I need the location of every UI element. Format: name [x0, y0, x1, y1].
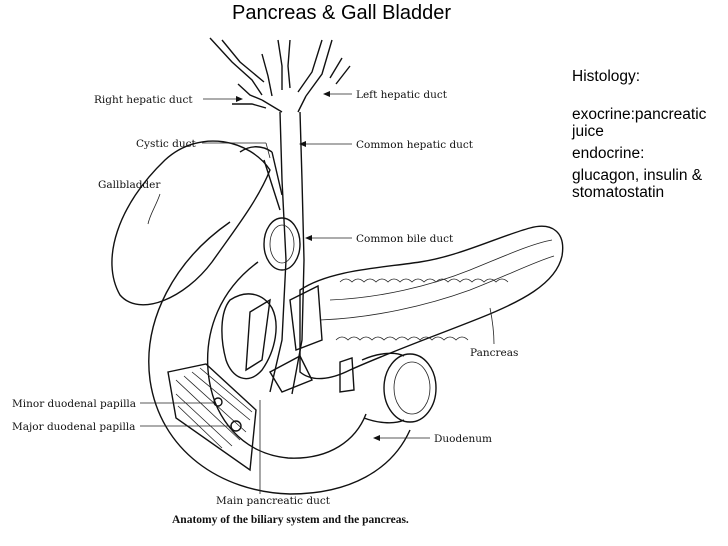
notes-hormones: glucagon, insulin & stomatostatin: [572, 167, 703, 201]
label-duodenum: Duodenum: [434, 433, 492, 445]
notes-endocrine: endocrine:: [572, 145, 645, 162]
label-minor-duodenal-papilla: Minor duodenal papilla: [12, 398, 136, 410]
label-cystic-duct: Cystic duct: [136, 138, 197, 150]
label-common-bile-duct: Common bile duct: [356, 233, 454, 245]
hepatic-duct-tree: [209, 37, 351, 395]
label-right-hepatic-duct: Right hepatic duct: [94, 94, 193, 106]
label-major-duodenal-papilla: Major duodenal papilla: [12, 421, 135, 433]
notes-exocrine: exocrine:pancreatic juice: [572, 106, 707, 140]
label-gallbladder: Gallbladder: [98, 179, 161, 191]
label-left-hepatic-duct: Left hepatic duct: [356, 89, 448, 101]
diagram-caption: Anatomy of the biliary system and the pa…: [172, 514, 409, 526]
slide-title: Pancreas & Gall Bladder: [232, 2, 452, 24]
duodenum-shape: [148, 217, 411, 495]
label-pancreas: Pancreas: [470, 347, 518, 359]
notes-heading: Histology:: [572, 68, 641, 85]
gallbladder-shape: [111, 140, 283, 306]
label-main-pancreatic-duct: Main pancreatic duct: [216, 495, 331, 507]
pancreas-shape: [221, 225, 564, 424]
histology-notes: Histology: exocrine:pancreatic juice end…: [572, 68, 708, 201]
label-common-hepatic-duct: Common hepatic duct: [356, 139, 474, 151]
diagram-labels: Right hepatic duct Left hepatic duct Cys…: [12, 89, 518, 526]
